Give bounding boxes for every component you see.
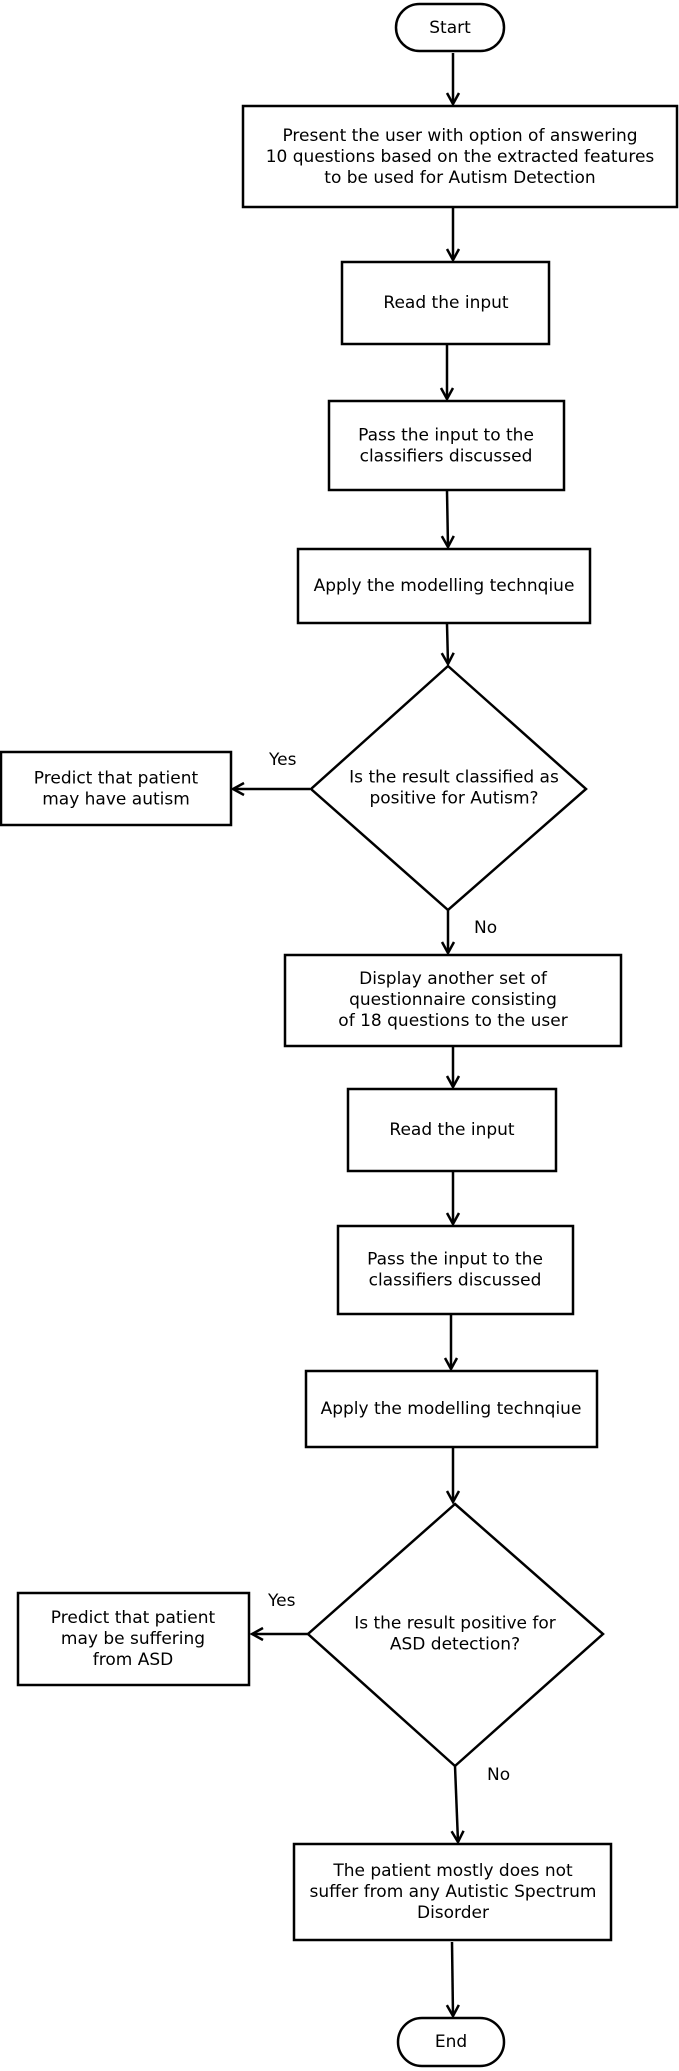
- edge-decision-2-no: [450, 1765, 465, 1845]
- pass-input-2-box: [336, 1224, 575, 1316]
- no-disorder-line-1: The patient mostly does not: [332, 1861, 573, 1881]
- read-input-2-label: Read the input: [389, 1120, 514, 1140]
- present-questions-line-3: to be used for Autism Detection: [324, 168, 595, 188]
- apply-model-2-label: Apply the modelling technqiue: [321, 1399, 582, 1419]
- no-disorder-box: [292, 1842, 613, 1942]
- end-label: End: [435, 2032, 467, 2052]
- apply-model-2-box: [304, 1369, 599, 1449]
- start-terminal: [394, 2, 506, 53]
- apply-model-1-label: Apply the modelling technqiue: [314, 576, 575, 596]
- edge-apply-1-to-decision-1: [440, 623, 455, 667]
- edge-pass-1-to-apply-1: [440, 490, 455, 550]
- decision-2-diamond: [306, 1502, 605, 1768]
- display-questionnaire-box: [283, 953, 623, 1048]
- pass-input-1-line-1: Pass the input to the: [358, 426, 534, 446]
- display-questionnaire-line-3: of 18 questions to the user: [338, 1011, 567, 1031]
- predict-asd-line-3: from ASD: [93, 1650, 173, 1670]
- edge-no-disorder-to-end: [445, 1941, 460, 2019]
- predict-autism-line-1: Predict that patient: [34, 769, 199, 789]
- end-terminal: [396, 2016, 506, 2068]
- decision-1-line-1: Is the result classified as: [349, 768, 559, 788]
- apply-model-1-box: [296, 547, 592, 625]
- decision-1-no-label: No: [474, 918, 497, 938]
- pass-input-1-line-2: classifiers discussed: [360, 447, 533, 467]
- decision-1-yes-label: Yes: [268, 750, 297, 770]
- connectors: [230, 53, 465, 2019]
- display-questionnaire-line-1: Display another set of: [359, 969, 548, 989]
- node-texts: Start Present the user with option of an…: [34, 18, 655, 2052]
- start-line-1: Start: [429, 18, 471, 38]
- read-input-1-label: Read the input: [383, 293, 508, 313]
- no-disorder-line-2: suffer from any Autistic Spectrum: [310, 1882, 597, 1902]
- decision-2-no-label: No: [487, 1765, 510, 1785]
- apply-model-1-line-1: Apply the modelling technqiue: [314, 576, 575, 596]
- pass-input-1-box: [327, 399, 566, 492]
- apply-model-2-line-1: Apply the modelling technqiue: [321, 1399, 582, 1419]
- no-disorder-line-3: Disorder: [417, 1903, 489, 1923]
- present-questions-label: Present the user with option of answerin…: [266, 126, 655, 188]
- decision-2-line-1: Is the result positive for: [354, 1614, 556, 1634]
- read-input-1-line-1: Read the input: [383, 293, 508, 313]
- present-questions-line-2: 10 questions based on the extracted feat…: [266, 147, 655, 167]
- display-questionnaire-line-2: questionnaire consisting: [349, 990, 557, 1010]
- present-questions-line-1: Present the user with option of answerin…: [282, 126, 637, 146]
- read-input-2-box: [346, 1087, 558, 1173]
- start-label: Start: [429, 18, 471, 38]
- present-questions-box: [241, 104, 679, 209]
- predict-asd-box: [16, 1591, 251, 1687]
- pass-input-2-line-1: Pass the input to the: [367, 1250, 543, 1270]
- edge-labels: Yes No Yes No: [267, 750, 510, 1785]
- predict-asd-line-2: may be suffering: [61, 1629, 205, 1649]
- read-input-2-line-1: Read the input: [389, 1120, 514, 1140]
- predict-asd-line-1: Predict that patient: [51, 1608, 216, 1628]
- decision-1-line-2: positive for Autism?: [369, 789, 538, 809]
- pass-input-2-line-2: classifiers discussed: [369, 1271, 542, 1291]
- decision-2-yes-label: Yes: [267, 1591, 296, 1611]
- predict-autism-line-2: may have autism: [42, 790, 190, 810]
- read-input-1-box: [340, 260, 551, 346]
- decision-2-line-2: ASD detection?: [390, 1635, 520, 1655]
- predict-autism-box: [0, 750, 233, 827]
- end-line-1: End: [435, 2032, 467, 2052]
- decision-1-diamond: [309, 664, 588, 912]
